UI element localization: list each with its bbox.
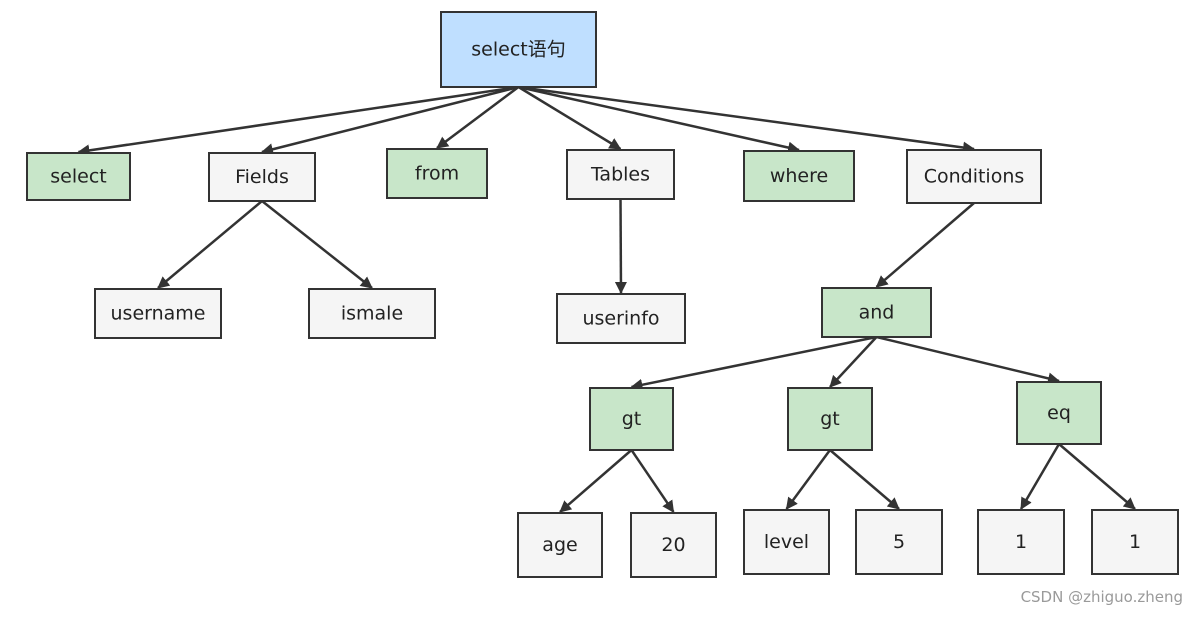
node-box-userinfo bbox=[556, 293, 686, 344]
node-label-tables: Tables bbox=[590, 164, 650, 186]
edge-conditions-to-and bbox=[875, 202, 975, 288]
node-username: username bbox=[94, 288, 222, 339]
node-box-where bbox=[743, 150, 855, 202]
node-tables: Tables bbox=[566, 149, 675, 200]
edge-eq-to-one_a bbox=[1019, 443, 1061, 510]
node-label-gt2: gt bbox=[820, 408, 840, 430]
node-box-fields bbox=[208, 152, 316, 202]
node-one_b: 1 bbox=[1091, 509, 1179, 575]
edge-root-to-where bbox=[518, 85, 800, 154]
node-label-userinfo: userinfo bbox=[582, 308, 659, 330]
node-label-and: and bbox=[859, 302, 895, 324]
edge-gt1-to-val20 bbox=[630, 449, 675, 513]
node-val5: 5 bbox=[855, 509, 943, 575]
node-box-conditions bbox=[906, 149, 1042, 204]
edge-and-to-gt2 bbox=[829, 336, 878, 388]
edge-and-to-eq bbox=[876, 335, 1060, 385]
node-box-username bbox=[94, 288, 222, 339]
edge-tables-to-userinfo bbox=[614, 198, 627, 294]
node-box-eq bbox=[1016, 381, 1102, 445]
node-box-ismale bbox=[308, 288, 436, 339]
node-from: from bbox=[386, 148, 488, 199]
node-label-one_b: 1 bbox=[1129, 531, 1141, 553]
node-age: age bbox=[517, 512, 603, 578]
node-where: where bbox=[743, 150, 855, 202]
edge-fields-to-username bbox=[157, 200, 263, 289]
node-box-level bbox=[743, 509, 830, 575]
node-label-level: level bbox=[764, 531, 809, 553]
node-level: level bbox=[743, 509, 830, 575]
node-label-ismale: ismale bbox=[341, 303, 403, 325]
node-val20: 20 bbox=[630, 512, 717, 578]
node-box-select bbox=[26, 152, 131, 201]
edge-root-to-fields bbox=[261, 85, 519, 156]
node-gt2: gt bbox=[787, 387, 873, 451]
edge-eq-to-one_b bbox=[1058, 443, 1136, 510]
node-box-val20 bbox=[630, 512, 717, 578]
node-box-val5 bbox=[855, 509, 943, 575]
edge-gt2-to-level bbox=[785, 449, 832, 510]
node-box-and bbox=[821, 287, 932, 338]
node-label-select: select bbox=[50, 166, 106, 188]
node-label-eq: eq bbox=[1047, 402, 1071, 424]
node-box-one_b bbox=[1091, 509, 1179, 575]
edges-layer bbox=[77, 85, 1136, 513]
edge-gt2-to-val5 bbox=[829, 449, 900, 510]
edge-root-to-select bbox=[77, 85, 519, 157]
node-label-username: username bbox=[111, 303, 206, 325]
node-label-val5: 5 bbox=[893, 531, 905, 553]
node-box-one_a bbox=[977, 509, 1065, 575]
edge-root-to-tables bbox=[517, 85, 622, 151]
node-label-where: where bbox=[770, 165, 828, 187]
node-box-gt1 bbox=[589, 387, 674, 451]
node-root: select语句 bbox=[440, 11, 597, 88]
node-and: and bbox=[821, 287, 932, 338]
node-label-fields: Fields bbox=[235, 166, 289, 188]
node-box-root bbox=[440, 11, 597, 88]
node-conditions: Conditions bbox=[906, 149, 1042, 204]
edge-and-to-gt1 bbox=[630, 335, 877, 391]
node-box-age bbox=[517, 512, 603, 578]
node-label-root: select语句 bbox=[471, 39, 565, 61]
edge-fields-to-ismale bbox=[261, 200, 373, 289]
node-label-val20: 20 bbox=[661, 534, 685, 556]
node-label-conditions: Conditions bbox=[924, 166, 1025, 188]
nodes-layer: select语句 select Fields from Tables where Condi… bbox=[26, 11, 1179, 578]
node-label-age: age bbox=[542, 534, 577, 556]
node-select: select bbox=[26, 152, 131, 201]
node-userinfo: userinfo bbox=[556, 293, 686, 344]
node-gt1: gt bbox=[589, 387, 674, 451]
node-eq: eq bbox=[1016, 381, 1102, 445]
node-label-gt1: gt bbox=[622, 408, 642, 430]
edge-root-to-conditions bbox=[518, 85, 975, 154]
watermark: CSDN @zhiguo.zheng bbox=[1020, 588, 1183, 606]
node-box-from bbox=[386, 148, 488, 199]
edge-root-to-from bbox=[436, 85, 520, 150]
node-box-gt2 bbox=[787, 387, 873, 451]
node-label-from: from bbox=[415, 163, 459, 185]
edge-gt1-to-age bbox=[559, 449, 633, 513]
node-box-tables bbox=[566, 149, 675, 200]
node-ismale: ismale bbox=[308, 288, 436, 339]
node-fields: Fields bbox=[208, 152, 316, 202]
node-one_a: 1 bbox=[977, 509, 1065, 575]
node-label-one_a: 1 bbox=[1015, 531, 1027, 553]
